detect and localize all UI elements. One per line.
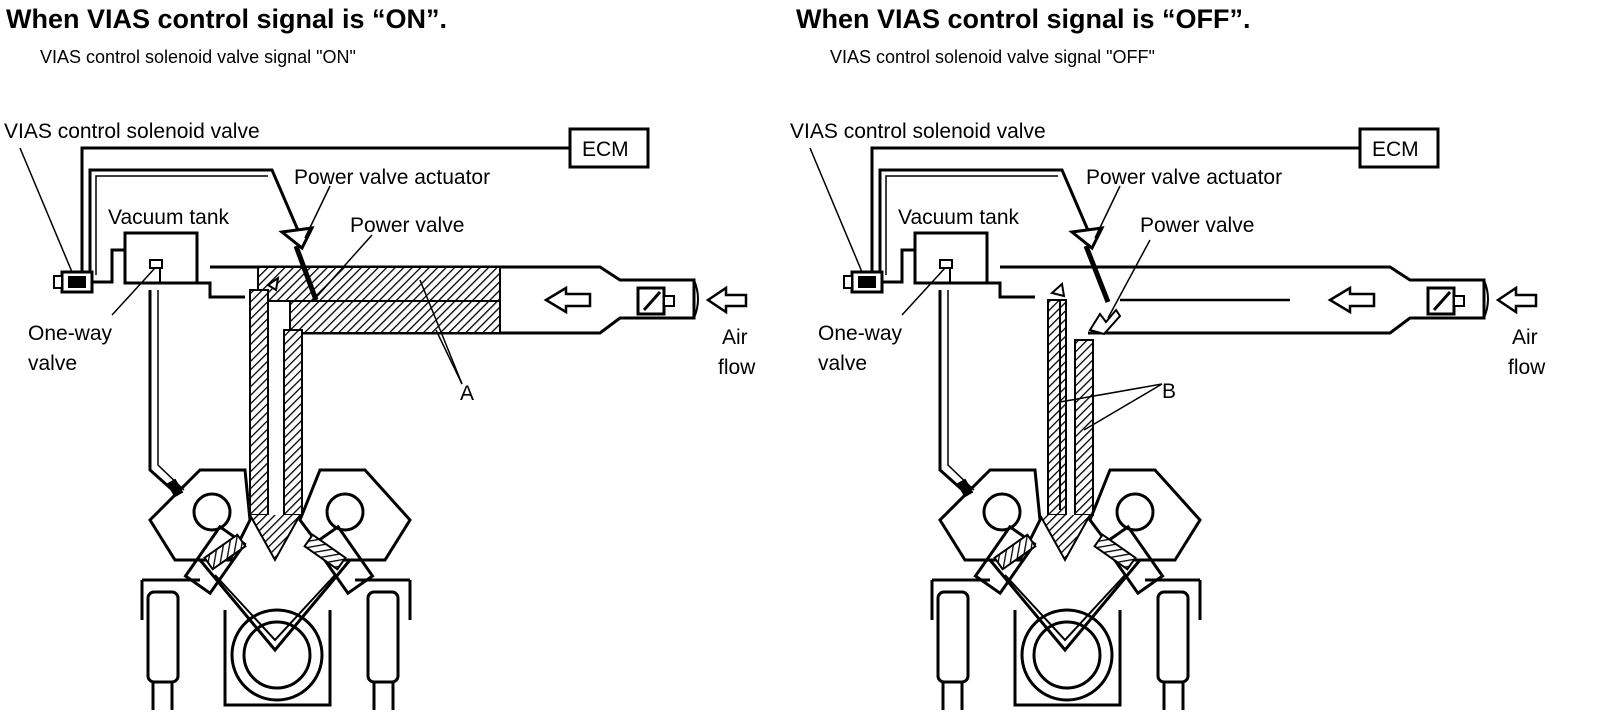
power-valve-actuator [1068, 226, 1111, 303]
actuator-label: Power valve actuator [1086, 166, 1282, 189]
panel-title: When VIAS control signal is “ON”. [6, 4, 448, 34]
ecm-signal-wire [80, 146, 570, 272]
ecm-label: ECM [582, 138, 629, 161]
flow-label: flow [1508, 356, 1546, 379]
air-label: Air [1512, 326, 1538, 349]
one-way-label-2: valve [818, 352, 867, 375]
label-letter: B [1162, 380, 1176, 403]
hatched-collector-top [257, 266, 501, 302]
intake-collector [1000, 265, 1486, 335]
air-flow-arrow-icon [705, 285, 748, 315]
power-valve-closed-icon [1088, 308, 1122, 336]
ecm-signal-wire [870, 146, 1360, 272]
vacuum-hose-intake [938, 290, 969, 497]
flow-arrow-icon [543, 285, 592, 315]
vias-solenoid-valve [53, 270, 94, 294]
power-valve-label: Power valve [350, 214, 464, 237]
throttle-body-icon [636, 286, 675, 316]
engine-illustration [140, 468, 412, 710]
solenoid-label: VIAS control solenoid valve [790, 120, 1046, 143]
vacuum-tank-label: Vacuum tank [108, 206, 230, 229]
label-letter: A [460, 382, 474, 405]
ecm-label: ECM [1372, 138, 1419, 161]
engine-illustration [930, 468, 1202, 710]
hatched-collector-bottom [289, 300, 501, 334]
power-valve-label: Power valve [1140, 214, 1254, 237]
vias-solenoid-valve [843, 270, 884, 294]
one-way-valve [939, 259, 953, 269]
vacuum-tank-label: Vacuum tank [898, 206, 1020, 229]
intake-collector [210, 265, 696, 335]
ecm-box [568, 127, 650, 169]
solenoid-label: VIAS control solenoid valve [4, 120, 260, 143]
power-valve-actuator [278, 226, 319, 301]
one-way-label-1: One-way [28, 322, 113, 345]
hatched-runner-left [1047, 299, 1067, 516]
vias-off-diagram: ECM VIAS control solenoid valve Vacuum t… [790, 120, 1546, 710]
solenoid-pointer [809, 147, 863, 273]
vacuum-hose-actuator [878, 168, 1092, 275]
one-way-label-2: valve [28, 352, 77, 375]
throttle-body-icon [1426, 286, 1465, 316]
ecm-box [1358, 127, 1440, 169]
small-flow-arrow-icon [1049, 282, 1066, 298]
air-flow-arrow-icon [1495, 285, 1538, 315]
hatched-runner-left [249, 289, 269, 516]
hatched-runner-right [1074, 339, 1094, 516]
one-way-valve [149, 259, 163, 269]
panel-vias-on: When VIAS control signal is “ON”. VIAS c… [4, 4, 756, 710]
small-flow-arrow-icon [266, 275, 280, 292]
flow-arrow-icon [1327, 285, 1376, 315]
air-label: Air [722, 326, 748, 349]
flow-label: flow [718, 356, 756, 379]
vacuum-hose-intake [148, 290, 179, 497]
one-way-label-1: One-way [818, 322, 903, 345]
panel-subtitle: VIAS control solenoid valve signal "OFF" [830, 47, 1155, 67]
panel-title: When VIAS control signal is “OFF”. [796, 4, 1251, 34]
panel-vias-off: When VIAS control signal is “OFF”. VIAS … [790, 0, 1590, 726]
vacuum-hose-actuator [88, 168, 302, 275]
panel-subtitle: VIAS control solenoid valve signal "ON" [40, 47, 356, 67]
solenoid-pointer [19, 147, 73, 273]
actuator-label: Power valve actuator [294, 166, 490, 189]
hatched-runner-right [283, 329, 303, 516]
vias-on-diagram: ECM VIAS control solenoid valve Vacuum t… [4, 120, 756, 710]
